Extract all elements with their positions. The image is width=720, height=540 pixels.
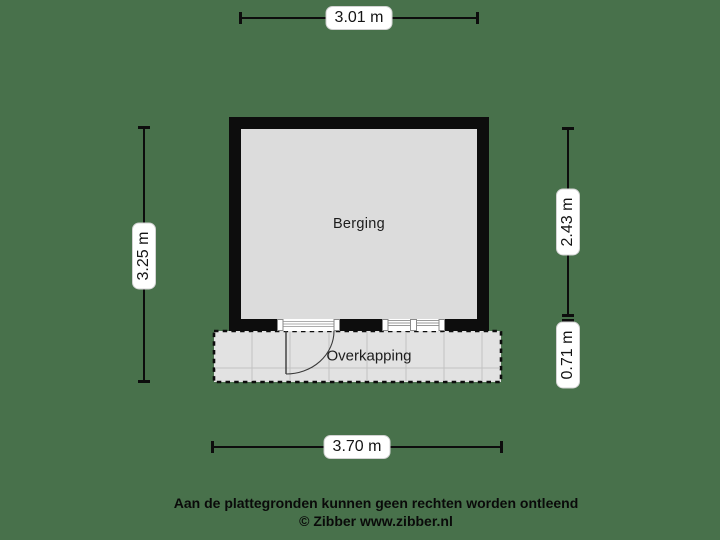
dimension-right-upper-tick-bottom <box>562 314 574 317</box>
dimension-label-top: 3.01 m <box>325 6 393 30</box>
window-icon <box>382 319 445 331</box>
dimension-label-right-upper: 2.43 m <box>556 188 580 256</box>
footer-copyright: © Zibber www.zibber.nl <box>299 513 453 529</box>
footer: Aan de plattegronden kunnen geen rechten… <box>174 494 578 530</box>
dimension-right-lower-tick-top <box>562 319 574 322</box>
dimension-label-left: 3.25 m <box>132 222 156 290</box>
dimension-top-tick-right <box>476 12 479 24</box>
dimension-bottom-tick-right <box>500 441 503 453</box>
dimension-left-tick-bottom <box>138 380 150 383</box>
door-swing-icon <box>285 330 335 375</box>
dimension-top-tick-left <box>239 12 242 24</box>
dimension-left-tick-top <box>138 126 150 129</box>
building-walls <box>229 117 489 331</box>
berging-floor <box>241 129 477 319</box>
overkapping-grid <box>215 332 500 381</box>
room-label-berging: Berging <box>332 216 386 232</box>
footer-disclaimer: Aan de plattegronden kunnen geen rechten… <box>173 495 579 511</box>
room-label-overkapping: Overkapping <box>326 347 412 365</box>
door-opening <box>277 319 340 331</box>
dimension-label-bottom: 3.70 m <box>323 435 391 459</box>
dimension-right-upper-tick-top <box>562 127 574 130</box>
dimension-bottom-tick-left <box>211 441 214 453</box>
dimension-label-right-lower: 0.71 m <box>556 321 580 389</box>
